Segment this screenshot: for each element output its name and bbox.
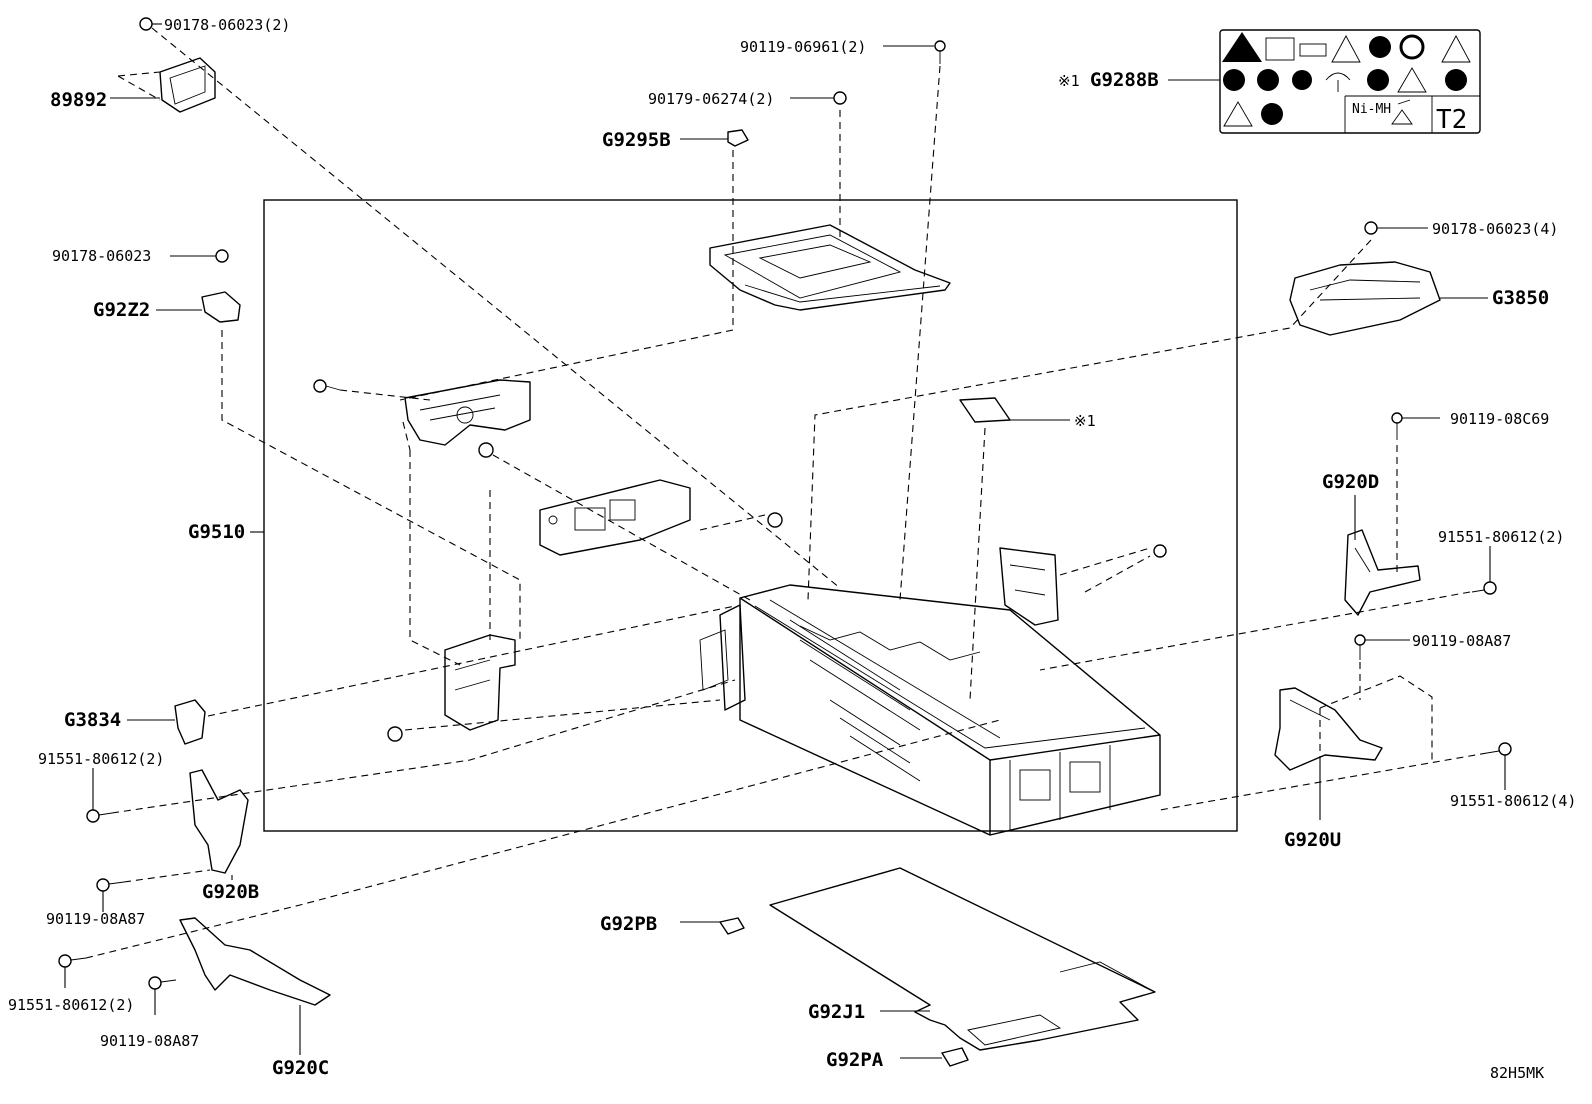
bolt-91551-right1: [1471, 581, 1497, 595]
bolt-90119-left: [96, 878, 125, 892]
assembly-frame: [263, 199, 1238, 832]
part-G3834: [174, 699, 206, 745]
bolt-90119-06961: [934, 40, 946, 64]
label-G92Z2: G92Z2: [93, 299, 150, 321]
part-G9295B: [727, 129, 749, 147]
label-G92PA: G92PA: [826, 1049, 884, 1071]
bracket-G920U: [1274, 687, 1383, 771]
diagram-code: 82H5MK: [1490, 1064, 1544, 1082]
bolt-90119-bottom: [148, 976, 177, 990]
label-90119-06961: 90119-06961(2): [740, 38, 866, 56]
bracket-G920U-box: [1319, 675, 1433, 760]
bolt-91551-left1: [86, 809, 113, 823]
bolt-90119-08C69: [1391, 412, 1403, 440]
label-G3834: G3834: [64, 709, 121, 731]
label-90119-08A87-right: 90119-08A87: [1412, 632, 1511, 650]
part-G92PB: [719, 917, 745, 935]
label-G920C: G920C: [272, 1057, 329, 1079]
battery-pack: [699, 584, 1161, 836]
no-short-icon: [1257, 69, 1279, 91]
fire-hazard-icon: [1441, 35, 1471, 63]
label-G3850: G3850: [1492, 287, 1549, 309]
label-G9295B: G9295B: [602, 129, 671, 151]
part-G92PA: [941, 1047, 969, 1067]
warning-triangle-icon: [1223, 101, 1253, 127]
label-90119-08A87-bottom: 90119-08A87: [100, 1032, 199, 1050]
bracket-lower-left: [444, 634, 516, 731]
label-G9510: G9510: [188, 521, 245, 543]
bolt-91551-left2: [58, 954, 87, 968]
bracket-G920D: [1344, 529, 1421, 616]
label-91551-left2: 91551-80612(2): [8, 996, 134, 1014]
label-91551-right2: 91551-80612(4): [1450, 792, 1576, 810]
label-89892: 89892: [50, 89, 107, 111]
fasteners-inner: [313, 379, 1167, 742]
label-code: T2: [1436, 105, 1467, 135]
chemistry-text: Ni-MH: [1352, 102, 1391, 117]
bracket-middle: [539, 479, 691, 556]
alignment-lines: [85, 27, 1488, 959]
label-90178-left: 90178-06023: [52, 247, 151, 265]
label-91551-right1: 91551-80612(2): [1438, 528, 1564, 546]
label-91551-left1: 91551-80612(2): [38, 750, 164, 768]
label-G92PB: G92PB: [600, 913, 657, 935]
warning-triangle-icon: [1222, 32, 1262, 62]
bolt-90119-08A87-right: [1354, 634, 1366, 660]
label-sticker: [959, 397, 1011, 423]
label-90178-top: 90178-06023(2): [164, 16, 290, 34]
electric-hazard-icon: [1331, 35, 1361, 63]
manual-icon: [1265, 37, 1295, 61]
corrosive-icon: [1397, 67, 1427, 93]
no-fire-icon: [1223, 69, 1245, 91]
label-G9288B-note: ※1: [1058, 72, 1080, 90]
clip-G92Z2: [201, 249, 241, 323]
bracket-upper-left: [404, 379, 531, 446]
no-water-icon: [1292, 70, 1312, 90]
warning-label-G9288B: Ni-MH T2: [1219, 29, 1481, 135]
nut-90179-06274: [833, 91, 847, 105]
explosive-icon: [1445, 69, 1467, 91]
label-G920B: G920B: [202, 881, 259, 903]
no-disassemble-icon: [1399, 34, 1425, 60]
recycle-icon: [1391, 99, 1413, 125]
label-note1: ※1: [1074, 412, 1096, 430]
label-90119-08A87-left: 90119-08A87: [46, 910, 145, 928]
label-90119-08C69: 90119-08C69: [1450, 410, 1549, 428]
bracket-right: [999, 547, 1059, 626]
part-G3850: [1289, 221, 1441, 336]
label-G920U: G920U: [1284, 829, 1341, 851]
battery-icon: [1299, 43, 1327, 57]
sheet-G92J1: [769, 867, 1156, 1051]
no-drop-icon: [1367, 69, 1389, 91]
no-touch-icon: [1369, 36, 1391, 58]
keep-dry-icon: [1325, 72, 1351, 92]
bracket-G920C: [179, 917, 331, 1006]
label-G92J1: G92J1: [808, 1001, 865, 1023]
leader-lines: [64, 23, 1506, 1059]
label-G9288B: G9288B: [1090, 69, 1159, 91]
label-G920D: G920D: [1322, 471, 1379, 493]
no-children-icon: [1261, 103, 1283, 125]
label-90179-06274: 90179-06274(2): [648, 90, 774, 108]
battery-cover: [709, 224, 951, 311]
bracket-G920B: [189, 769, 249, 874]
label-90178-right: 90178-06023(4): [1432, 220, 1558, 238]
bolt-91551-right2: [1486, 742, 1512, 756]
